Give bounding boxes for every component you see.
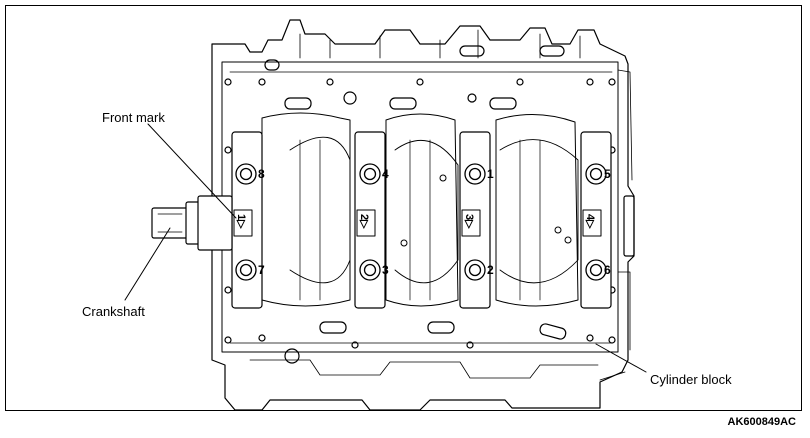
- bolt-6: [585, 259, 607, 281]
- bolt-number-7: 7: [258, 263, 265, 277]
- bolt-8: [235, 163, 257, 185]
- bearing-caps: [231, 131, 612, 309]
- bolt-2: [464, 259, 486, 281]
- bolt-number-1: 1: [487, 167, 494, 181]
- figure-code: AK600849AC: [727, 416, 796, 428]
- bolt-5: [585, 163, 607, 185]
- cap-mark-3: 3▷: [463, 214, 475, 229]
- bolt-1: [464, 163, 486, 185]
- cap-bolts: [235, 163, 607, 281]
- crankshaft-label: Crankshaft: [82, 304, 145, 319]
- bolt-number-4: 4: [382, 167, 389, 181]
- bolt-number-3: 3: [382, 263, 389, 277]
- bolt-number-8: 8: [258, 167, 265, 181]
- bolt-4: [359, 163, 381, 185]
- cap-mark-4: 4▷: [584, 214, 596, 229]
- bolt-number-2: 2: [487, 263, 494, 277]
- front-mark-label: Front mark: [102, 110, 165, 125]
- cylinder-block-label: Cylinder block: [650, 372, 732, 387]
- bolt-sequence-numbers: 8 7 4 3 1 2 5 6: [258, 167, 611, 277]
- leader-lines: [124, 123, 647, 373]
- bolt-number-6: 6: [604, 263, 611, 277]
- cap-mark-2: 2▷: [358, 214, 370, 229]
- crankshaft-snout: [151, 195, 233, 251]
- cap-marks: 1▷ 2▷ 3▷ 4▷: [233, 209, 602, 237]
- front-mark-leader: [147, 123, 237, 219]
- bolt-number-5: 5: [604, 167, 611, 181]
- bolt-3: [359, 259, 381, 281]
- crankshaft-leader: [124, 227, 171, 301]
- bolt-7: [235, 259, 257, 281]
- cap-mark-1: 1▷: [235, 214, 247, 229]
- crank-bays: [261, 112, 579, 307]
- cylinder-block-leader: [595, 343, 647, 373]
- cylinder-block-outline: [211, 19, 635, 411]
